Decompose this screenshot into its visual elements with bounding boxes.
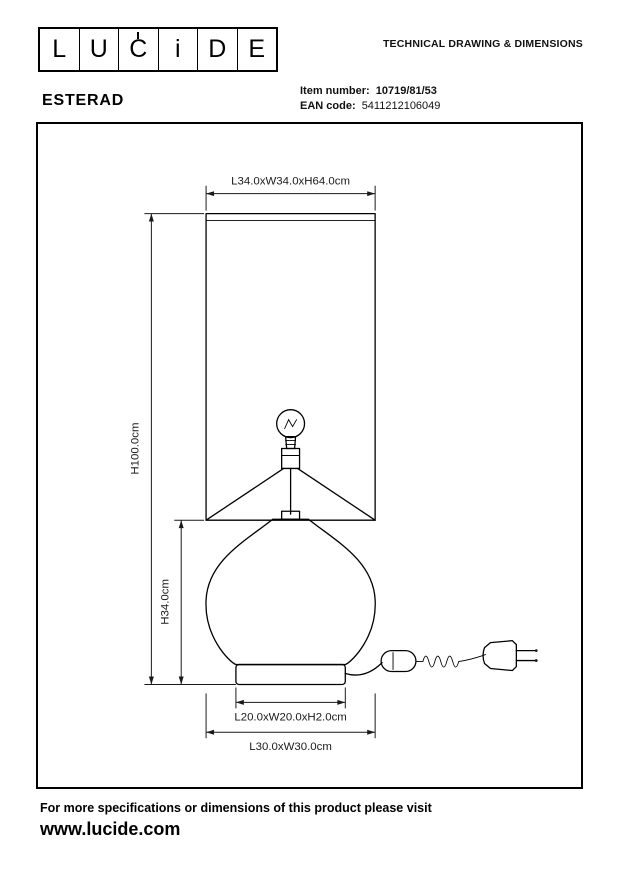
logo-letter: D (208, 35, 227, 63)
power-plug (482, 640, 538, 672)
document-title: TECHNICAL DRAWING & DIMENSIONS (382, 38, 583, 50)
logo-letter-cell: i (159, 29, 198, 70)
shade-outline (205, 212, 376, 521)
dim-arrow (148, 213, 154, 222)
foot-switch (380, 649, 417, 673)
dim-total-height: H100.0cm (129, 213, 236, 685)
dim-arrow (235, 699, 244, 705)
item-number-line: Item number: 10719/81/53 (300, 84, 440, 99)
ean-line: EAN code: 5411212106049 (300, 99, 440, 114)
logo-letter: i (174, 35, 181, 63)
dim-arrow (178, 676, 184, 685)
dim-arrow (206, 729, 215, 735)
plug-body (482, 640, 518, 672)
logo-letter-cell: U (80, 29, 119, 70)
dim-arrow (367, 729, 376, 735)
logo-letter-cell: D (198, 29, 238, 70)
light-bulb (276, 409, 306, 450)
ean-value: 5411212106049 (361, 100, 441, 112)
dim-arrow (367, 191, 376, 197)
dim-arrow (337, 699, 346, 705)
technical-drawing-frame: L34.0xW34.0xH64.0cm H100.0cm H34.0cm (36, 122, 583, 789)
lucide-logo: L U C i D E (38, 27, 278, 72)
cord-coil (415, 654, 486, 668)
bulb-screw-base (284, 435, 297, 450)
dim-foot: L20.0xW20.0xH2.0cm (234, 687, 347, 723)
cone-right-strut (296, 467, 376, 521)
shade-frame-cone (205, 467, 376, 521)
switch-body (380, 649, 417, 673)
item-number-label: Item number: (300, 85, 370, 97)
bulb-glass (276, 409, 306, 439)
footer-note: For more specifications or dimensions of… (40, 801, 432, 815)
item-number-value: 10719/81/53 (375, 85, 437, 97)
dim-shade-label: L34.0xW34.0xH64.0cm (231, 176, 350, 188)
coiled-cord (415, 654, 486, 668)
logo-letter: C (129, 35, 148, 63)
dim-base: L30.0xW30.0cm (205, 693, 376, 753)
bulb-socket (281, 447, 301, 470)
lamp-technical-drawing: L34.0xW34.0xH64.0cm H100.0cm H34.0cm (129, 176, 538, 753)
logo-letter-cell: L (40, 29, 80, 70)
product-identifiers: Item number: 10719/81/53 EAN code: 54112… (300, 84, 440, 114)
dim-base-height-label: H34.0cm (159, 579, 171, 625)
logo-c-accent (137, 32, 140, 39)
dim-shade: L34.0xW34.0xH64.0cm (205, 176, 376, 211)
logo-letter-cell: C (119, 29, 159, 70)
logo-letter: U (89, 35, 108, 63)
dim-base-label: L30.0xW30.0cm (249, 741, 332, 753)
dim-base-height: H34.0cm (159, 519, 205, 685)
ean-label: EAN code: (300, 100, 356, 112)
plug-pin-tip (534, 649, 538, 653)
bulb-filament (284, 418, 298, 430)
dim-arrow (148, 676, 154, 685)
logo-letter: E (248, 35, 266, 63)
product-name: ESTERAD (42, 92, 125, 109)
lamp-shade (205, 212, 376, 521)
dim-arrow (178, 520, 184, 529)
lamp-foot (235, 663, 346, 686)
dim-total-height-label: H100.0cm (129, 422, 141, 474)
dim-foot-label: L20.0xW20.0xH2.0cm (234, 711, 346, 723)
lamp-base-body (205, 518, 376, 666)
dim-arrow (206, 191, 215, 197)
logo-letter-cell: E (238, 29, 277, 70)
cone-left-strut (205, 467, 285, 521)
website-link[interactable]: www.lucide.com (40, 819, 181, 839)
plug-pin-tip (534, 659, 538, 662)
power-cord (344, 661, 383, 676)
logo-letter: L (52, 35, 67, 63)
